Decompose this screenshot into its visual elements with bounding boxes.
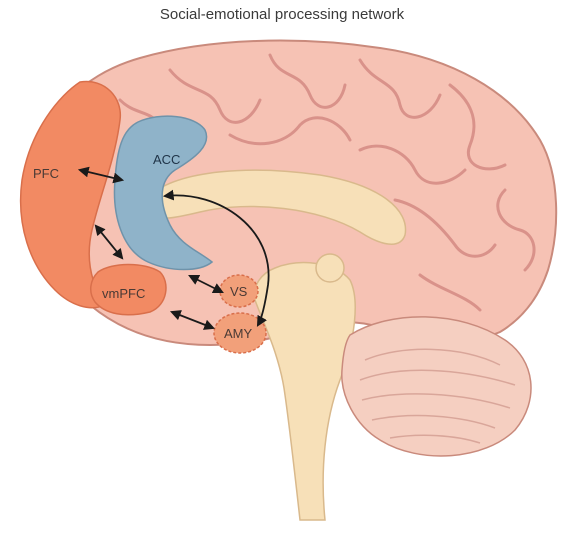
thalamus [316,254,344,282]
pfc-label: PFC [33,166,59,181]
brainstem [254,263,355,520]
vs-label: VS [230,284,248,299]
acc-label: ACC [153,152,180,167]
vmpfc-label: vmPFC [102,286,145,301]
amy-label: AMY [224,326,253,341]
